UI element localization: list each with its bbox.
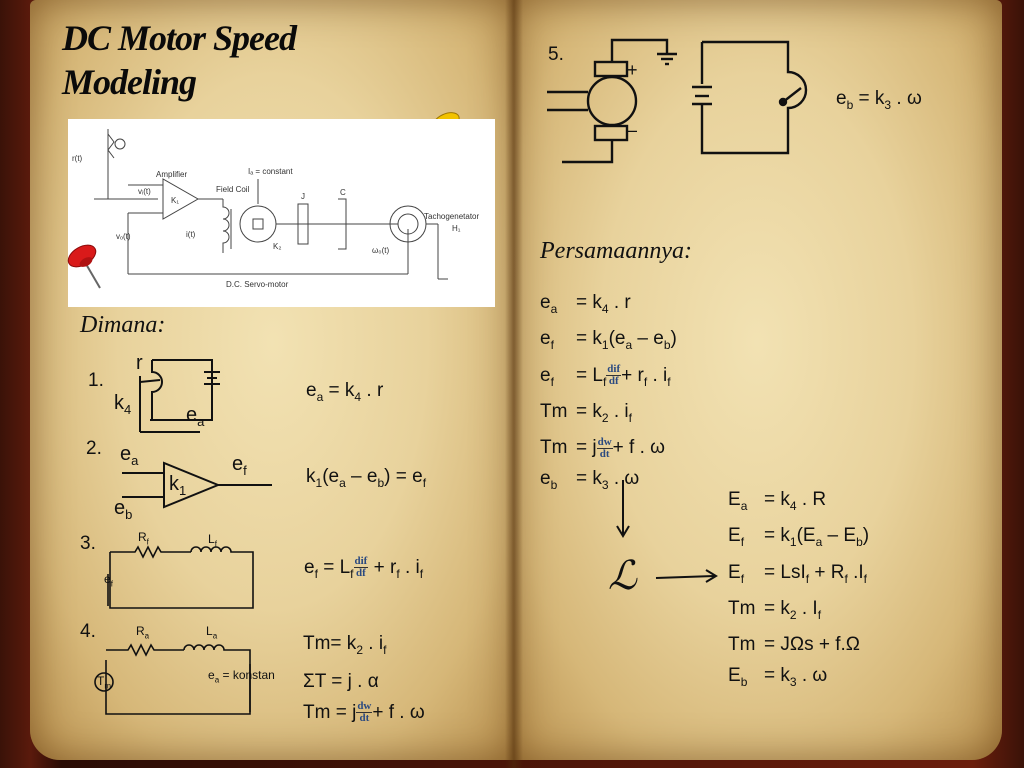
title-line-1: DC Motor Speed xyxy=(62,18,297,58)
item-2-number: 2. xyxy=(86,438,102,459)
item-5-number: 5. xyxy=(548,44,564,65)
laplace-symbol: ℒ xyxy=(608,553,637,598)
item-1-r-label: r xyxy=(136,352,143,374)
item-1-e-label: ea xyxy=(186,404,205,429)
eq-row-6: eb= k3 . ω xyxy=(540,467,640,492)
laplace-row-2: Ef= k1(Ea – Eb) xyxy=(728,525,870,550)
red-pushpin-icon xyxy=(67,244,101,289)
label-vit: vᵢ(t) xyxy=(138,187,151,196)
label-k1: K₁ xyxy=(171,196,179,205)
item-1-k-label: k4 xyxy=(114,392,132,417)
servo-motor-diagram: r(t) Amplifier vᵢ(t) K₁ vₒ(t) Field Coil… xyxy=(68,119,495,307)
laplace-row-6: Eb= k3 . ω xyxy=(728,664,828,689)
laplace-row-3: Ef= LsIf + Rf .If xyxy=(728,561,867,586)
item-3-circuit: Rf Lf ef xyxy=(100,530,260,610)
transform-arrows xyxy=(616,480,718,583)
laplace-row-4: Tm= k2 . If xyxy=(728,597,822,622)
label-k2: K₂ xyxy=(273,242,281,251)
item-3-e: ef xyxy=(104,572,113,589)
label-omega: ω₀(t) xyxy=(372,246,389,255)
right-page xyxy=(512,0,1002,760)
laplace-equations: Ea= k4 . R Ef= k1(Ea – Eb) Ef= LsIf + Rf… xyxy=(728,485,869,697)
label-ia-constant: Iₐ = constant xyxy=(248,167,293,176)
equation-1: ea = k4 . r xyxy=(306,380,384,404)
persamaan-heading: Persamaannya: xyxy=(540,238,692,264)
item-2-k: k1 xyxy=(169,473,187,498)
label-c: C xyxy=(340,188,346,197)
item-4-tm: Tm xyxy=(97,674,112,691)
eq-row-4: Tm= k2 . if xyxy=(540,400,632,425)
item-4-circuit: Ra La Tm ea = konstan xyxy=(94,622,275,718)
item-1-circuit: r k4 ea xyxy=(110,350,230,440)
svg-text:–: – xyxy=(627,120,637,140)
item-2-in2: eb xyxy=(114,497,133,522)
item-1-number: 1. xyxy=(88,370,104,391)
item-2-amplifier: ea ef k1 eb xyxy=(112,443,277,525)
label-field-coil: Field Coil xyxy=(216,185,250,194)
item-3-l: Lf xyxy=(208,532,217,549)
equation-2: k1(ea – eb) = ef xyxy=(306,466,427,490)
label-h1: H₁ xyxy=(452,224,461,233)
laplace-row-5: Tm= JΩs + f.Ω xyxy=(728,634,860,656)
item-4-number: 4. xyxy=(80,621,96,642)
label-amplifier: Amplifier xyxy=(156,170,187,179)
equation-5: eb = k3 . ω xyxy=(836,88,922,112)
item-5-circuit: + – xyxy=(545,32,845,167)
label-tachogenerator: Tachogenetator xyxy=(424,212,479,221)
item-4-ea-konstan: ea = konstan xyxy=(208,668,275,685)
item-4-l: La xyxy=(206,624,218,641)
label-j: J xyxy=(301,192,305,201)
item-3-number: 3. xyxy=(80,533,96,554)
eq-row-1: ea= k4 . r xyxy=(540,292,631,316)
item-3-r: Rf xyxy=(138,530,149,547)
book-spine xyxy=(505,0,523,768)
label-vot: vₒ(t) xyxy=(116,232,131,241)
label-it: i(t) xyxy=(186,230,196,239)
item-4-r: Ra xyxy=(136,624,150,641)
title-line-2: Modeling xyxy=(62,62,197,102)
dimana-heading: Dimana: xyxy=(80,312,166,338)
label-servo-motor: D.C. Servo-motor xyxy=(226,280,289,289)
laplace-row-1: Ea= k4 . R xyxy=(728,489,827,513)
item-2-out: ef xyxy=(232,453,247,478)
svg-text:+: + xyxy=(627,60,638,80)
label-rt: r(t) xyxy=(72,154,83,163)
page-title: DC Motor Speed Modeling xyxy=(62,16,297,104)
eq-row-2: ef= k1(ea – eb) xyxy=(540,328,677,353)
item-2-in1: ea xyxy=(120,443,139,468)
